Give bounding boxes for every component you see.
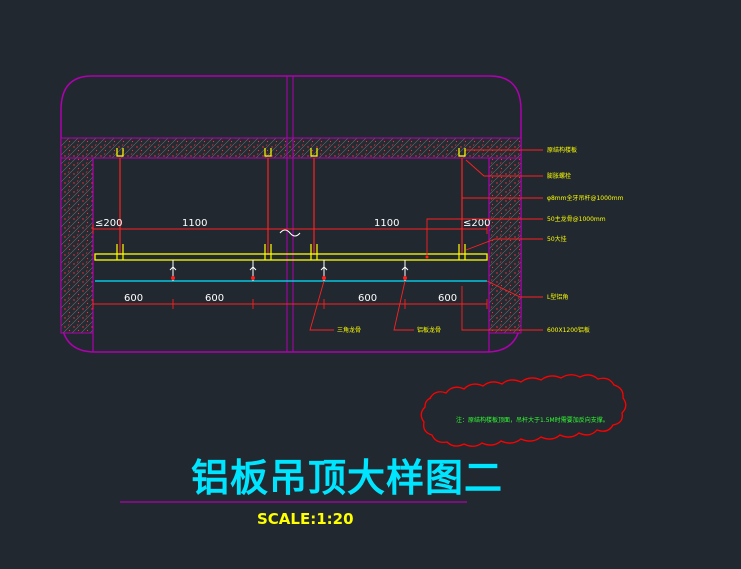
- hanger-rods: [119, 158, 463, 255]
- drawing-scale: SCALE:1:20: [257, 510, 354, 528]
- callout-bolt: 膨胀螺栓: [547, 172, 571, 180]
- dim-bottom-2: 600: [205, 293, 224, 304]
- callout-triangle-keel: 三角龙骨: [337, 326, 361, 334]
- callout-angle: L型铝角: [547, 293, 568, 301]
- callout-panel: 600X1200铝板: [547, 326, 590, 334]
- dim-bottom-4: 600: [438, 293, 457, 304]
- note-cloud: [420, 374, 627, 447]
- expansion-bolts: [116, 148, 466, 157]
- right-wall: [488, 157, 522, 334]
- note-text: 注：原结构楼板顶面，吊杆大于1.5M时需要加反向支撑。: [456, 416, 609, 424]
- callout-hanger: 50大挂: [547, 235, 567, 243]
- concrete-structure: [60, 137, 522, 352]
- dim-right-span: 1100: [374, 218, 399, 229]
- outer-outline: [60, 75, 522, 353]
- center-break-line: [279, 76, 301, 352]
- upper-dimension-line: [92, 224, 488, 234]
- callout-slab: 原结构楼板: [547, 146, 577, 154]
- callout-main-keel: 50主龙骨@1000mm: [547, 215, 606, 223]
- left-wall: [60, 157, 94, 334]
- bottom-callout-leaders: [309, 280, 414, 331]
- structural-slab: [60, 137, 522, 159]
- dim-bottom-3: 600: [358, 293, 377, 304]
- callout-panel-keel: 铝板龙骨: [417, 326, 441, 334]
- lower-dimension-line: [92, 299, 488, 309]
- callout-rod: φ8mm全牙吊杆@1000mm: [547, 194, 624, 202]
- right-callout-leaders: [426, 149, 543, 331]
- dim-left-edge: ≤200: [95, 218, 122, 229]
- drawing-title: 铝板吊顶大样图二: [191, 456, 503, 500]
- ceiling-panel-assembly: [94, 244, 488, 282]
- main-keel: [94, 253, 488, 261]
- dim-right-edge: ≤200: [463, 218, 490, 229]
- dim-bottom-1: 600: [124, 293, 143, 304]
- dim-left-span: 1100: [182, 218, 207, 229]
